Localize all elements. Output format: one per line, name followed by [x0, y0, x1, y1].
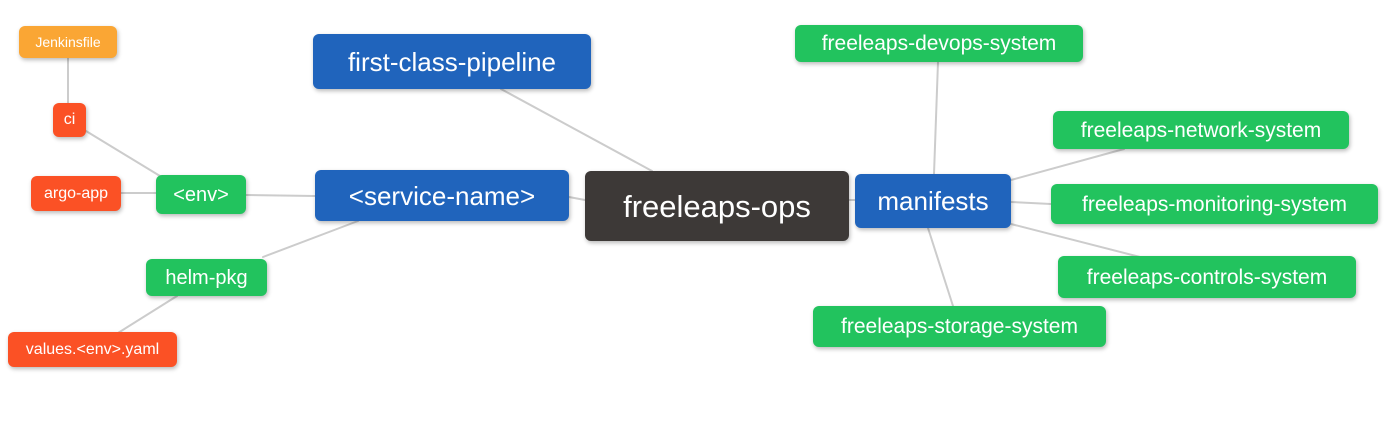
- node-label: freeleaps-ops: [623, 188, 811, 224]
- node-label: freeleaps-devops-system: [821, 32, 1057, 55]
- node-label: values.<env>.yaml: [25, 340, 160, 358]
- node-ci[interactable]: ci: [53, 103, 86, 137]
- node-label: ci: [63, 111, 76, 128]
- node-label: first-class-pipeline: [347, 46, 557, 77]
- node-label: freeleaps-monitoring-system: [1082, 192, 1347, 216]
- edge-env-service-name: [245, 194, 316, 197]
- node-jenkinsfile[interactable]: Jenkinsfile: [19, 26, 117, 58]
- edge-service-name-helm-pkg: [262, 220, 359, 258]
- node-label: <service-name>: [348, 180, 536, 211]
- node-env[interactable]: <env>: [156, 175, 246, 214]
- node-label: freeleaps-storage-system: [841, 315, 1078, 338]
- node-argo-app[interactable]: argo-app: [31, 176, 121, 211]
- node-manifests[interactable]: manifests: [855, 174, 1011, 228]
- edge-helm-pkg-values-env-yaml: [117, 295, 178, 334]
- edge-manifests-freeleaps-controls-system: [1010, 223, 1141, 258]
- node-label: manifests: [877, 186, 989, 216]
- edge-service-name-freeleaps-ops: [568, 196, 586, 201]
- node-first-class-pipeline[interactable]: first-class-pipeline: [313, 34, 591, 89]
- node-freeleaps-network-system[interactable]: freeleaps-network-system: [1053, 111, 1349, 149]
- node-label: Jenkinsfile: [35, 34, 101, 50]
- edge-manifests-freeleaps-network-system: [1010, 148, 1125, 181]
- node-freeleaps-ops[interactable]: freeleaps-ops: [585, 171, 849, 241]
- node-label: helm-pkg: [165, 266, 248, 289]
- node-values-env-yaml[interactable]: values.<env>.yaml: [8, 332, 177, 367]
- node-service-name[interactable]: <service-name>: [315, 170, 569, 221]
- node-label: argo-app: [43, 184, 109, 202]
- node-freeleaps-controls-system[interactable]: freeleaps-controls-system: [1058, 256, 1356, 298]
- edge-manifests-freeleaps-devops-system: [933, 61, 939, 175]
- edge-ci-env: [85, 130, 161, 177]
- node-freeleaps-monitoring-system[interactable]: freeleaps-monitoring-system: [1051, 184, 1378, 224]
- node-label: <env>: [173, 183, 229, 206]
- node-freeleaps-devops-system[interactable]: freeleaps-devops-system: [795, 25, 1083, 62]
- edge-manifests-freeleaps-monitoring-system: [1010, 201, 1052, 205]
- node-freeleaps-storage-system[interactable]: freeleaps-storage-system: [813, 306, 1106, 347]
- node-label: freeleaps-controls-system: [1086, 265, 1328, 289]
- node-helm-pkg[interactable]: helm-pkg: [146, 259, 267, 296]
- edge-first-class-pipeline-freeleaps-ops: [500, 88, 653, 172]
- edge-manifests-freeleaps-storage-system: [927, 227, 954, 307]
- node-label: freeleaps-network-system: [1080, 118, 1322, 142]
